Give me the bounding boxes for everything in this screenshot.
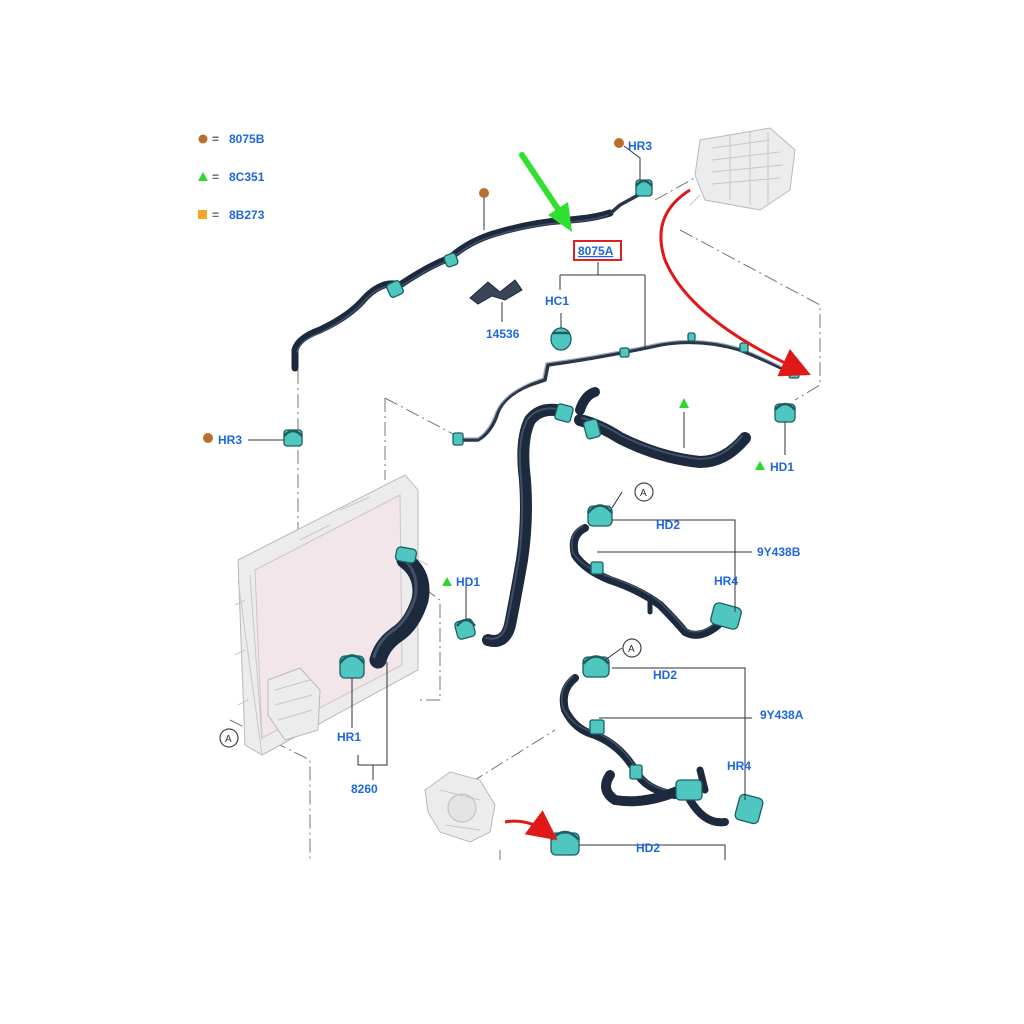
- coolant-reservoir: [689, 127, 796, 211]
- clamp-hr3-top: [635, 179, 653, 197]
- marker-8c351-icon: [755, 461, 765, 470]
- green-arrow-icon: [519, 152, 572, 232]
- red-arrow-icon: [659, 188, 811, 377]
- ref-a: A: [628, 644, 635, 655]
- leader-lines: [248, 145, 786, 860]
- marker-8c351-icon: [442, 577, 452, 586]
- clamp-hd1-right: [774, 402, 796, 423]
- tube-clip: [619, 347, 630, 358]
- callout-hd1-right[interactable]: HD1: [770, 460, 794, 474]
- marker-8075b-icon: [479, 188, 489, 198]
- ref-a: A: [640, 488, 647, 499]
- radiator: [234, 474, 429, 756]
- heater-hose-9y438a: [559, 674, 729, 827]
- marker-8075b-icon: [203, 433, 213, 443]
- annotation-arrows: [504, 152, 811, 841]
- clamp-hr4-b: [710, 602, 742, 630]
- callout-hr4-a[interactable]: HR4: [727, 759, 751, 773]
- clamp-hr1: [339, 654, 365, 679]
- lower-radiator-hose: [482, 387, 751, 647]
- clamp-hc1: [550, 327, 572, 351]
- clamp-hd1-mid: [454, 618, 476, 640]
- callout-hd1-mid[interactable]: HD1: [456, 575, 480, 589]
- ref-a: A: [225, 734, 232, 745]
- clamp-upper-1: [386, 280, 404, 298]
- legend-equals: =: [212, 170, 219, 184]
- callout-hd2-b[interactable]: HD2: [656, 518, 680, 532]
- vent-lines: [291, 191, 797, 442]
- clamp-8260-top: [394, 546, 418, 564]
- legend: = 8075B = 8C351 = 8B273: [198, 132, 265, 222]
- bracket-14536: [469, 279, 523, 305]
- callout-9y438a[interactable]: 9Y438A: [760, 708, 804, 722]
- callout-hr1[interactable]: HR1: [337, 730, 361, 744]
- clamp-hr4-a: [734, 793, 764, 825]
- clamp-hr3-left: [283, 429, 303, 447]
- hose-clip: [629, 764, 643, 780]
- clamp-upper-2: [443, 252, 459, 268]
- legend-equals: =: [212, 208, 219, 222]
- callout-hd2-a[interactable]: HD2: [653, 668, 677, 682]
- legend-equals: =: [212, 132, 219, 146]
- hose-clip: [590, 561, 604, 575]
- legend-code-8b273: 8B273: [229, 208, 265, 222]
- legend-code-8c351: 8C351: [229, 170, 265, 184]
- callout-8260[interactable]: 8260: [351, 782, 378, 796]
- clamp-valve: [675, 779, 703, 801]
- callout-hd2-bottom[interactable]: HD2: [636, 841, 660, 855]
- heater-hose-9y438b: [569, 524, 722, 639]
- clamp-hd2-bottom: [550, 830, 580, 856]
- legend-code-8075b: 8075B: [229, 132, 265, 146]
- callout-14536[interactable]: 14536: [486, 327, 520, 341]
- tube-clip: [687, 332, 696, 342]
- clamp-long-hose-top: [554, 403, 602, 440]
- hose-clip: [589, 719, 605, 735]
- upper-radiator-hose: [369, 551, 430, 669]
- callout-hc1[interactable]: HC1: [545, 294, 569, 308]
- legend-circle-icon: [198, 134, 208, 144]
- callout-hr4-b[interactable]: HR4: [714, 574, 738, 588]
- legend-triangle-icon: [198, 172, 208, 181]
- tube-clip: [452, 432, 464, 446]
- legend-square-icon: [198, 210, 207, 219]
- callout-hr3-left[interactable]: HR3: [218, 433, 242, 447]
- water-pump-housing: [424, 771, 496, 843]
- reference-circles: A A A: [219, 482, 654, 748]
- marker-8c351-icon: [679, 398, 689, 408]
- diagram-markers: [203, 138, 765, 586]
- tube-clip: [739, 342, 749, 353]
- callout-labels: HR3 HC1 14536 HR3 HD1 HD1 HD2 9Y438B HR4…: [218, 139, 804, 855]
- clamp-hd2-a: [582, 655, 610, 678]
- marker-8075b-icon: [614, 138, 624, 148]
- highlight-box: [573, 240, 622, 261]
- red-arrow-icon: [504, 810, 558, 841]
- callout-8075a[interactable]: 8075A: [578, 244, 614, 258]
- callout-hr3-top[interactable]: HR3: [628, 139, 652, 153]
- clamp-hd2-b: [587, 504, 613, 527]
- callout-9y438b[interactable]: 9Y438B: [757, 545, 801, 559]
